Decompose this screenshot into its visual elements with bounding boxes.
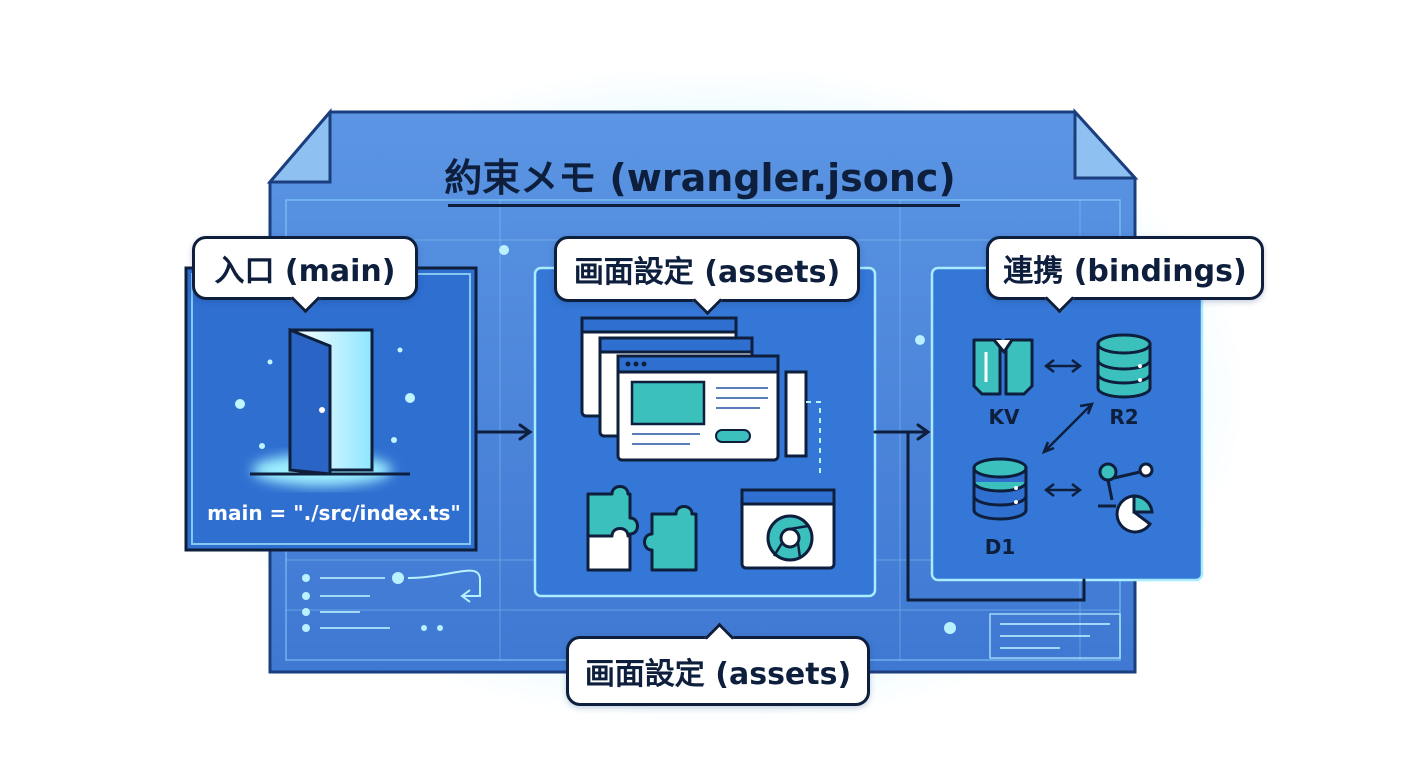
bindings-label: 連携 (bindings) bbox=[986, 236, 1264, 300]
puzzle-icon bbox=[586, 485, 698, 572]
assets-label-bottom-text: 画面設定 (assets) bbox=[584, 657, 852, 692]
assets-label-top: 画面設定 (assets) bbox=[554, 236, 860, 302]
binding-arrows bbox=[1041, 359, 1094, 497]
database-icon bbox=[972, 457, 1028, 521]
main-label: 入口 (main) bbox=[192, 236, 418, 300]
assets-label-bottom: 画面設定 (assets) bbox=[566, 636, 870, 706]
analytics-icon bbox=[1098, 462, 1154, 534]
database-icon bbox=[1096, 333, 1152, 399]
bindings-label-text: 連携 (bindings) bbox=[1003, 254, 1247, 289]
kv-label: KV bbox=[988, 405, 1020, 429]
r2-label: R2 bbox=[1109, 405, 1139, 429]
kv-icon bbox=[972, 338, 1034, 396]
flow-arrows bbox=[474, 423, 1086, 602]
chrome-browser-icon bbox=[740, 488, 836, 570]
main-code-text: main = "./src/index.ts" bbox=[207, 501, 461, 525]
d1-label: D1 bbox=[984, 535, 1016, 559]
title-underline bbox=[448, 204, 960, 207]
document-title: 約束メモ (wrangler.jsonc) bbox=[444, 155, 956, 200]
decorative-dots bbox=[302, 245, 956, 634]
door-icon bbox=[235, 327, 415, 486]
browser-window-icon bbox=[580, 316, 821, 474]
main-label-text: 入口 (main) bbox=[214, 254, 396, 289]
assets-label-top-text: 画面設定 (assets) bbox=[573, 255, 841, 290]
